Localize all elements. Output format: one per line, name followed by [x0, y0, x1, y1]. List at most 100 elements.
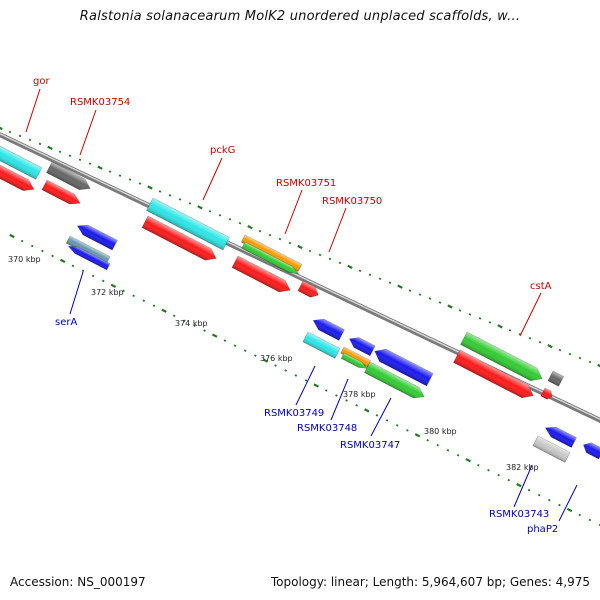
- gene-label-csta[interactable]: cstA: [530, 281, 552, 292]
- minor-tick: [538, 340, 542, 344]
- gene-label-sera[interactable]: serA: [55, 317, 77, 328]
- minor-tick: [375, 414, 379, 417]
- label-connectors: [25, 88, 578, 522]
- gene-label-rsmk03751[interactable]: RSMK03751: [276, 178, 336, 189]
- feature-blue-arrow: [76, 224, 118, 251]
- minor-tick: [152, 304, 156, 308]
- minor-tick: [527, 488, 531, 492]
- gene-label-rsmk03749[interactable]: RSMK03749: [264, 408, 324, 419]
- minor-tick: [238, 221, 242, 225]
- upper-tick-row: [0, 126, 600, 368]
- label-connector-line: [284, 189, 303, 235]
- genome-summary-text: Topology: linear; Length: 5,964,607 bp; …: [270, 575, 590, 589]
- gene-label-rsmk03750[interactable]: RSMK03750: [322, 196, 382, 207]
- minor-tick: [228, 217, 232, 221]
- minor-tick: [20, 239, 24, 243]
- minor-tick: [324, 389, 328, 392]
- feature-gray-box-shade: [547, 371, 564, 387]
- scale-label: 372 kbp: [91, 288, 124, 297]
- minor-tick: [91, 274, 95, 278]
- feature-red-arrow-shade: [232, 256, 291, 292]
- feature-gray-box: [547, 370, 565, 387]
- minor-tick: [168, 194, 172, 197]
- minor-tick: [438, 301, 442, 304]
- gene-label-rsmk03747[interactable]: RSMK03747: [340, 440, 400, 451]
- major-tick: [347, 264, 353, 269]
- minor-tick: [385, 419, 389, 422]
- minor-tick: [243, 349, 247, 352]
- major-tick: [97, 165, 103, 170]
- minor-tick: [456, 453, 460, 457]
- feature-phap2-shade: [583, 442, 600, 459]
- minor-tick: [132, 294, 135, 298]
- minor-tick: [338, 261, 342, 265]
- scale-label: 378 kbp: [343, 390, 376, 399]
- minor-tick: [203, 329, 206, 332]
- feature-gor-shade: [0, 142, 42, 180]
- feature-steel-box-shade: [66, 236, 110, 264]
- minor-tick: [558, 503, 561, 507]
- minor-tick: [578, 356, 582, 360]
- major-tick: [364, 408, 370, 413]
- minor-tick: [288, 241, 292, 245]
- minor-tick: [254, 354, 257, 357]
- minor-tick: [558, 348, 562, 352]
- feature-rsmk03751-orange-shade: [241, 235, 302, 272]
- minor-tick: [138, 182, 142, 185]
- feature-red-arrow: [0, 161, 35, 191]
- feature-pckg-shade: [142, 216, 217, 261]
- feature-rsmk03743: [532, 435, 571, 463]
- minor-tick: [368, 273, 372, 277]
- minor-tick: [345, 399, 348, 402]
- minor-tick: [41, 249, 44, 253]
- gene-label-rsmk03748[interactable]: RSMK03748: [297, 423, 357, 434]
- feature-rsmk03749-shade: [302, 332, 340, 359]
- label-connector-line: [370, 397, 392, 437]
- minor-tick: [18, 134, 22, 138]
- feature-rsmk03749: [302, 331, 341, 359]
- gene-label-phap2[interactable]: phaP2: [527, 524, 558, 535]
- minor-tick: [497, 473, 500, 477]
- gene-label-rsmk03743[interactable]: RSMK03743: [489, 509, 549, 520]
- minor-tick: [568, 352, 572, 356]
- major-tick: [447, 304, 453, 309]
- minor-tick: [468, 313, 472, 316]
- minor-tick: [8, 130, 12, 134]
- feature-green-arrow-shade: [341, 353, 368, 369]
- feature-red-arrow-shade: [41, 180, 81, 205]
- label-connector-line: [69, 271, 84, 315]
- minor-tick: [436, 444, 440, 447]
- scale-labels: 370 kbp 372 kbp 374 kbp 376 kbp 378 kbp …: [8, 255, 539, 472]
- gene-label-pckg[interactable]: pckG: [210, 145, 235, 156]
- minor-tick: [548, 498, 551, 502]
- feature-red-arrow-shade: [0, 162, 34, 191]
- gene-label-rsmk03754[interactable]: RSMK03754: [70, 97, 130, 108]
- feature-blue-arrow: [349, 337, 376, 357]
- minor-tick: [128, 178, 132, 181]
- feature-gor: [0, 141, 43, 180]
- gene-features: [0, 141, 600, 463]
- minor-tick: [294, 374, 298, 377]
- minor-tick: [578, 513, 582, 517]
- minor-tick: [88, 162, 92, 165]
- feature-blue-arrow-shade: [374, 349, 434, 386]
- major-tick: [547, 344, 553, 349]
- feature-red-arrow-shade: [453, 350, 534, 398]
- minor-tick: [118, 174, 122, 177]
- minor-tick: [388, 281, 392, 284]
- minor-tick: [71, 264, 75, 268]
- minor-tick: [178, 198, 182, 201]
- minor-tick: [278, 237, 282, 241]
- label-connector-line: [558, 484, 578, 522]
- minor-tick: [528, 336, 532, 340]
- minor-tick: [426, 439, 429, 442]
- minor-tick: [233, 344, 237, 347]
- minor-tick: [446, 449, 450, 452]
- minor-tick: [218, 214, 222, 217]
- minor-tick: [78, 158, 82, 161]
- label-connector-line: [202, 157, 223, 201]
- label-connector-line: [328, 207, 347, 253]
- feature-sera-shade: [68, 246, 110, 270]
- feature-red-arrow: [453, 349, 534, 399]
- gene-label-gor[interactable]: gor: [33, 76, 50, 87]
